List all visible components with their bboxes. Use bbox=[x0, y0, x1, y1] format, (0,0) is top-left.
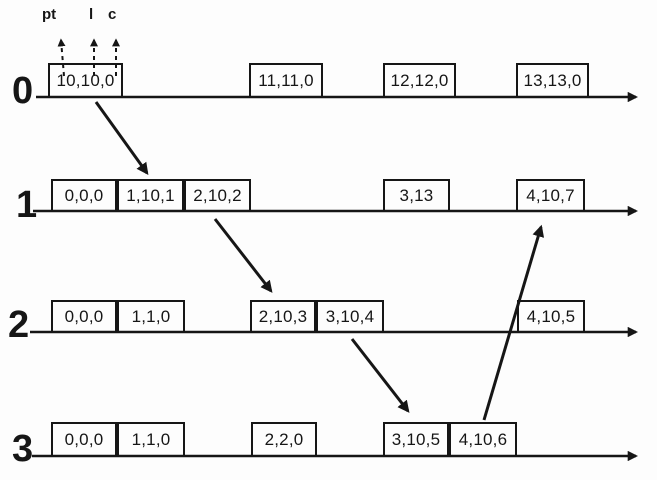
process-label-2: 2 bbox=[8, 304, 30, 346]
event-box: 1,10,1 bbox=[117, 179, 184, 212]
event-box: 3,10,4 bbox=[316, 300, 384, 333]
pointer-label-pt: pt bbox=[42, 6, 57, 23]
process-label-0: 0 bbox=[12, 70, 34, 112]
pointer-label-l: l bbox=[89, 6, 94, 23]
event-box: 1,1,0 bbox=[117, 422, 185, 457]
event-box: 0,0,0 bbox=[51, 422, 117, 457]
event-box: 4,10,6 bbox=[449, 422, 517, 457]
message-arrow-p1-to-p2 bbox=[213, 218, 273, 293]
pointer-label-c: c bbox=[108, 6, 117, 23]
event-box: 2,10,2 bbox=[184, 179, 251, 212]
event-box: 2,10,3 bbox=[250, 300, 316, 333]
event-box: 11,11,0 bbox=[249, 63, 323, 98]
event-box: 0,0,0 bbox=[51, 300, 117, 333]
event-box: 2,2,0 bbox=[251, 422, 317, 457]
event-box: 13,13,0 bbox=[516, 63, 589, 98]
event-box: 12,12,0 bbox=[383, 63, 456, 98]
message-arrow-p2-to-p3 bbox=[350, 338, 410, 413]
event-box: 10,10,0 bbox=[48, 63, 123, 98]
event-box: 4,10,5 bbox=[517, 300, 585, 333]
event-box: 3,10,5 bbox=[383, 422, 449, 457]
message-arrow-p0-to-p1 bbox=[94, 101, 149, 175]
event-box: 3,13 bbox=[383, 179, 450, 212]
process-label-3: 3 bbox=[12, 428, 34, 470]
event-box: 0,0,0 bbox=[51, 179, 117, 212]
event-box: 4,10,7 bbox=[516, 179, 585, 212]
event-box: 1,1,0 bbox=[117, 300, 185, 333]
process-label-1: 1 bbox=[16, 184, 38, 226]
